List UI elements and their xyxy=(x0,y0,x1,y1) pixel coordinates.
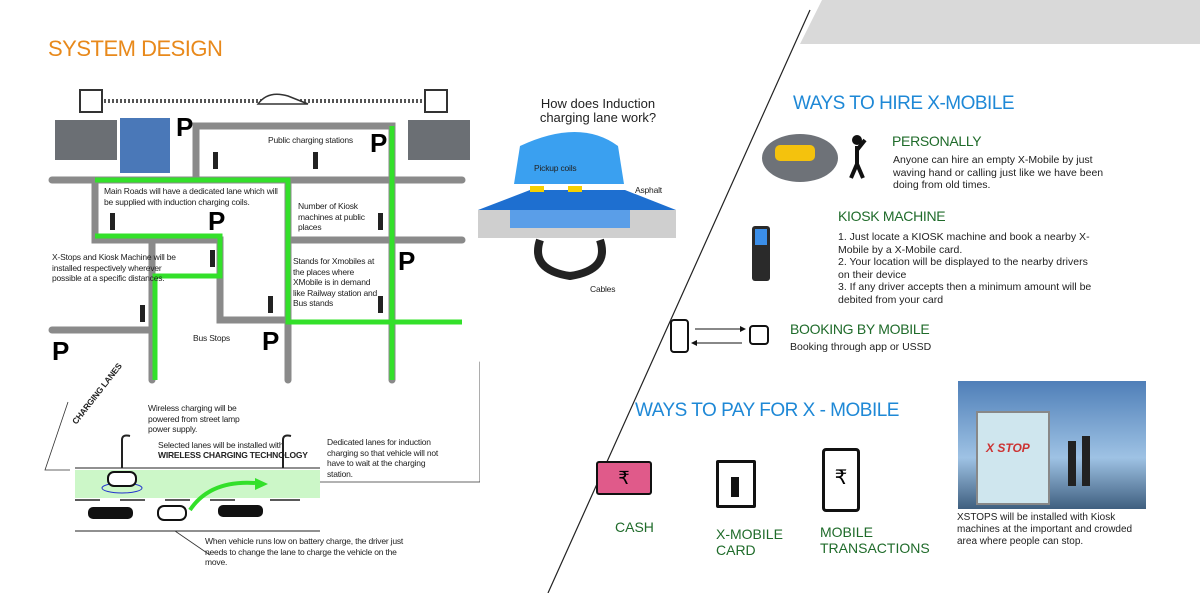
personally-title: PERSONALLY xyxy=(892,133,982,149)
parking-icon: P xyxy=(52,336,70,366)
kiosk-step-2: 2. Your location will be displayed to th… xyxy=(838,256,1088,281)
note-xstops: X-Stops and Kiosk Machine will be instal… xyxy=(52,252,176,283)
hire-title: WAYS TO HIRE X-MOBILE xyxy=(793,93,1015,114)
pay-mobile-label-2: TRANSACTIONS xyxy=(820,540,930,556)
note-wireless-power: Wireless charging will be powered from s… xyxy=(148,403,240,434)
kiosk-icons xyxy=(110,152,383,322)
label-cables: Cables xyxy=(590,284,616,294)
station-icon-right xyxy=(424,89,448,113)
note-bus-stops: Bus Stops xyxy=(193,333,230,343)
waving-person-icon xyxy=(852,135,862,145)
card-icon xyxy=(716,460,756,508)
station-photo xyxy=(55,120,117,160)
note-selected-lanes: Selected lanes will be installed with xyxy=(158,440,284,450)
induction-title-1: How does Induction xyxy=(540,96,656,111)
top-right-band xyxy=(800,0,1200,44)
car-silhouette xyxy=(514,132,624,184)
note-low-battery: When vehicle runs low on battery charge,… xyxy=(205,536,404,567)
car-front-icon xyxy=(749,325,769,345)
street-lamp-icon xyxy=(282,434,292,468)
xstops-text: XSTOPS will be installed with Kiosk mach… xyxy=(957,512,1133,547)
pay-cash-label: CASH xyxy=(615,519,654,535)
parking-icon: P xyxy=(208,206,226,236)
mobile-title: BOOKING BY MOBILE xyxy=(790,321,930,337)
induction-title-2: charging lane work? xyxy=(539,110,657,125)
note-public-charging: Public charging stations xyxy=(268,135,353,145)
pay-card-label-2: CARD xyxy=(716,542,756,558)
divider-line xyxy=(547,9,811,593)
street-lamp-icon xyxy=(121,434,131,468)
mobile-text: Booking through app or USSD xyxy=(790,341,932,353)
pay-title: WAYS TO PAY FOR X - MOBILE xyxy=(635,400,899,421)
parking-icon: P xyxy=(370,128,388,158)
xstop-photo: X STOP xyxy=(958,381,1146,509)
xstop-sign: X STOP xyxy=(986,441,1030,455)
note-kiosk-count: Number of Kiosk machines at public place… xyxy=(298,201,365,232)
note-stands: Stands for Xmobiles at the places where … xyxy=(293,256,378,308)
car-icon xyxy=(88,507,133,519)
kiosk-title: KIOSK MACHINE xyxy=(838,208,946,224)
parking-icon: P xyxy=(262,326,280,356)
mobile-payment-icon: ₹ xyxy=(822,448,860,512)
note-wireless-tech: WIRELESS CHARGING TECHNOLOGY xyxy=(158,450,308,460)
parking-icon: P xyxy=(176,112,194,142)
note-main-roads: Main Roads will have a dedicated lane wh… xyxy=(104,186,278,207)
pay-card-label-1: X-MOBILE xyxy=(716,526,783,542)
note-dedicated-lanes: Dedicated lanes for induction charging s… xyxy=(327,437,439,479)
cash-icon: ₹ xyxy=(596,461,652,495)
page-title: SYSTEM DESIGN xyxy=(48,36,223,61)
label-pickup-coils: Pickup coils xyxy=(534,163,577,173)
xmobile-car-icon xyxy=(157,505,187,521)
personally-text: Anyone can hire an empty X-Mobile by jus… xyxy=(893,154,1104,191)
train-icon xyxy=(256,93,309,105)
car-icon xyxy=(218,505,263,517)
label-asphalt: Asphalt xyxy=(635,185,662,195)
cables xyxy=(534,238,606,281)
city-map xyxy=(44,89,480,556)
parking-icon: P xyxy=(398,246,416,276)
phone-icon xyxy=(670,319,689,353)
lane-change-arrow xyxy=(188,480,256,512)
parking-tower-photo xyxy=(120,118,170,173)
station-icon-left xyxy=(79,89,103,113)
kiosk-step-1: 1. Just locate a KIOSK machine and book … xyxy=(838,231,1090,256)
pay-mobile-label-1: MOBILE xyxy=(820,524,873,540)
xmobile-car-icon xyxy=(107,471,137,487)
kiosk-step-3: 3. If any driver accepts then a minimum … xyxy=(838,281,1092,306)
station-photo-2 xyxy=(408,120,470,160)
